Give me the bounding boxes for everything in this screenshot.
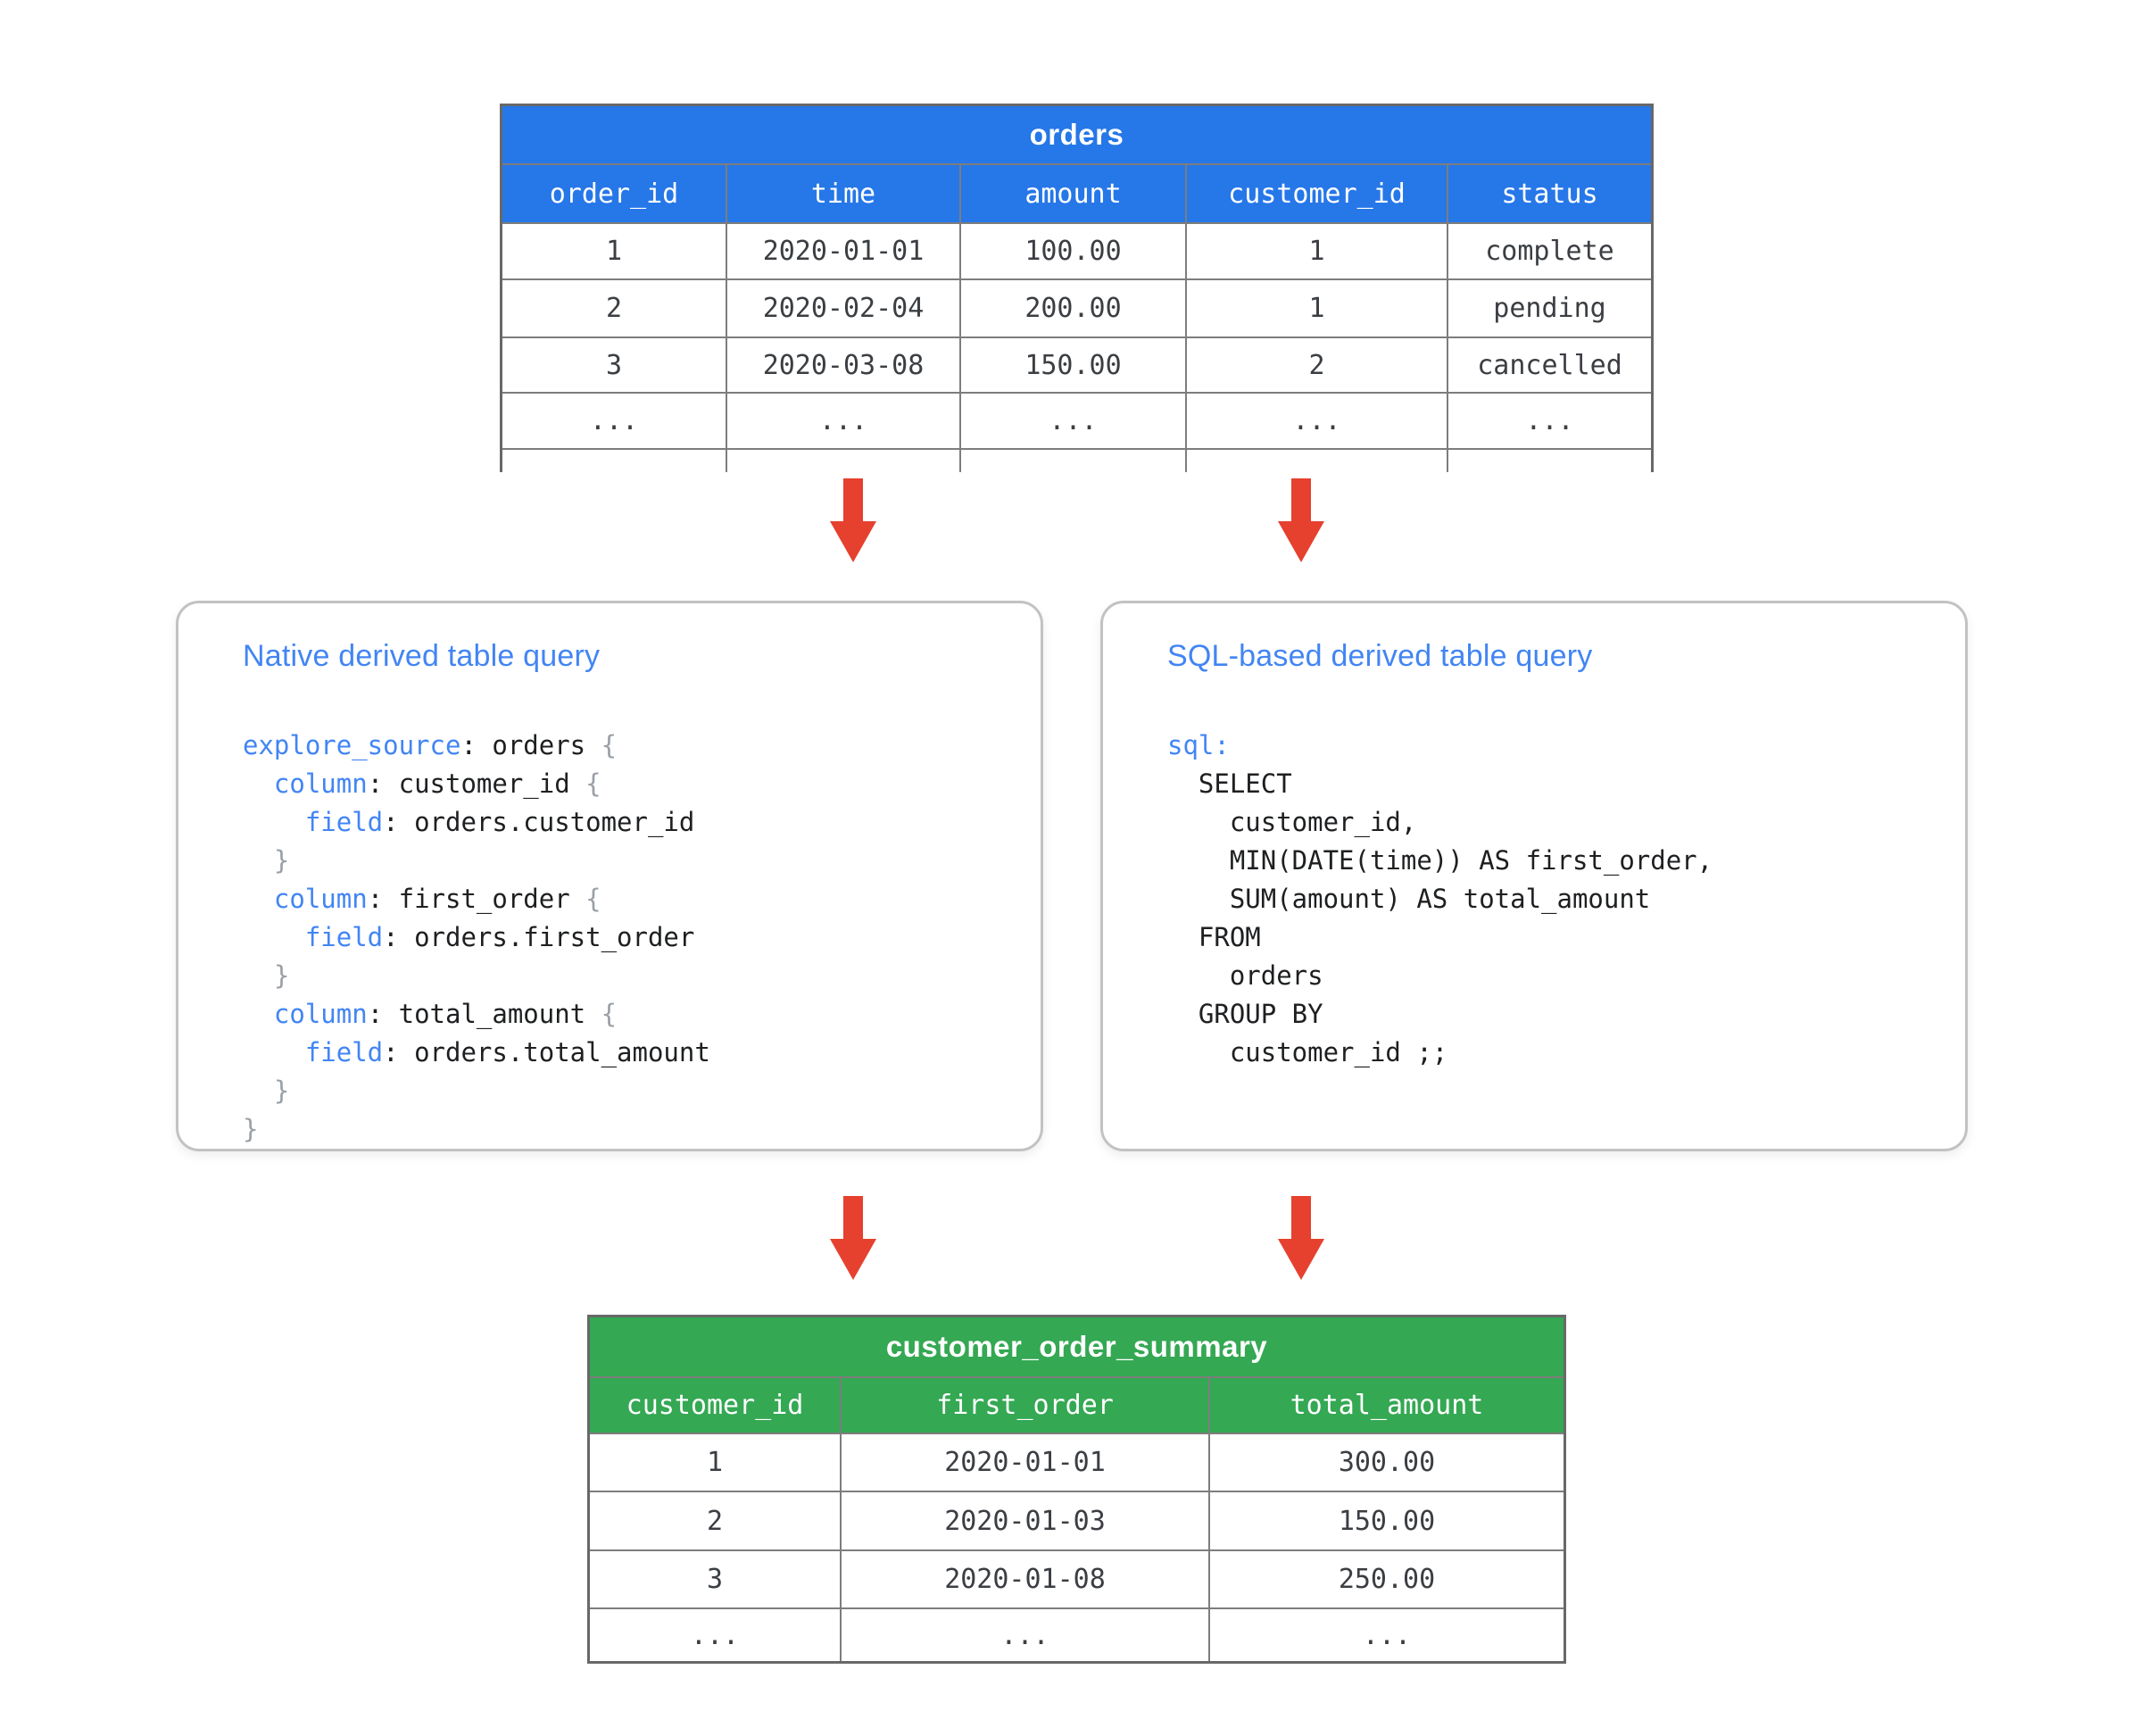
code-line: GROUP BY: [1167, 999, 1323, 1029]
summary-table-cell: 2: [590, 1491, 840, 1549]
summary-table-cell: 2020-01-08: [840, 1549, 1208, 1607]
code-line: field: orders.first_order: [304, 922, 695, 952]
code-line: }: [243, 960, 290, 991]
summary-table-cell: ...: [1208, 1607, 1564, 1661]
orders-table-cell: cancelled: [1447, 336, 1651, 392]
code-line: field: orders.customer_id: [304, 807, 695, 837]
native-box-title: Native derived table query: [243, 639, 601, 673]
summary-column-header: first_order: [840, 1376, 1208, 1433]
orders-table-cell: ...: [1447, 392, 1651, 448]
orders-column-header: customer_id: [1185, 163, 1447, 222]
orders-table-cell: pending: [1447, 278, 1651, 336]
orders-truncated-cell: [502, 448, 726, 472]
orders-table-cell: 3: [502, 336, 726, 392]
code-line: column: customer_id {: [273, 768, 601, 799]
arrow-stem: [843, 1196, 863, 1241]
summary-table-cell: 150.00: [1208, 1491, 1564, 1549]
summary-table-cell: 3: [590, 1549, 840, 1607]
orders-column-header: status: [1447, 163, 1651, 222]
orders-table-cell: 1: [1185, 222, 1447, 278]
code-line: customer_id ;;: [1167, 1037, 1448, 1067]
native-box-code: explore_source: orders { column: custome…: [243, 727, 710, 1149]
orders-table-cell: 2020-01-01: [726, 222, 959, 278]
code-line: }: [243, 1114, 259, 1144]
orders-table-cell: 100.00: [959, 222, 1185, 278]
orders-table-cell: ...: [959, 392, 1185, 448]
native-derived-table-query-box: Native derived table query explore_sourc…: [176, 601, 1043, 1151]
sql-box-title: SQL-based derived table query: [1167, 639, 1593, 673]
code-line: }: [243, 845, 290, 876]
orders-table-cell: 2020-03-08: [726, 336, 959, 392]
orders-truncated-cell: [1447, 448, 1651, 472]
orders-table-cell: ...: [1185, 392, 1447, 448]
sql-derived-table-query-box: SQL-based derived table query sql: SELEC…: [1100, 601, 1968, 1151]
arrow-stem: [1291, 1196, 1311, 1241]
arrow-head: [1278, 521, 1324, 562]
arrow-sql-to-summary-icon: [1278, 1196, 1324, 1280]
arrow-head: [830, 521, 876, 562]
orders-table-cell: 2: [1185, 336, 1447, 392]
summary-table-cell: 2020-01-03: [840, 1491, 1208, 1549]
arrow-native-to-summary-icon: [830, 1196, 876, 1280]
summary-table-cell: 300.00: [1208, 1433, 1564, 1491]
arrow-stem: [1291, 478, 1311, 523]
orders-truncated-cell: [726, 448, 959, 472]
summary-table-cell: 1: [590, 1433, 840, 1491]
sql-box-code: sql: SELECT customer_id, MIN(DATE(time))…: [1167, 727, 1713, 1072]
orders-table-cell: 1: [502, 222, 726, 278]
orders-table-title: orders: [502, 106, 1651, 163]
orders-table-cell: complete: [1447, 222, 1651, 278]
code-line: }: [243, 1076, 290, 1106]
arrow-orders-to-sql-icon: [1278, 478, 1324, 562]
code-line: FROM: [1167, 922, 1261, 952]
orders-table-cell: 200.00: [959, 278, 1185, 336]
summary-table-title: customer_order_summary: [590, 1317, 1564, 1376]
code-line: MIN(DATE(time)) AS first_order,: [1167, 845, 1713, 876]
code-line: column: total_amount {: [273, 999, 618, 1029]
orders-column-header: time: [726, 163, 959, 222]
summary-table-cell: ...: [840, 1607, 1208, 1661]
orders-table-cell: ...: [726, 392, 959, 448]
code-line: explore_source: orders {: [243, 730, 618, 760]
orders-truncated-cell: [959, 448, 1185, 472]
code-line: customer_id,: [1167, 807, 1417, 837]
orders-table-cell: ...: [502, 392, 726, 448]
summary-table-cell: 2020-01-01: [840, 1433, 1208, 1491]
orders-table-cell: 2020-02-04: [726, 278, 959, 336]
arrow-head: [1278, 1239, 1324, 1280]
orders-table-cell: 1: [1185, 278, 1447, 336]
code-line: orders: [1167, 960, 1323, 991]
summary-column-header: total_amount: [1208, 1376, 1564, 1433]
code-line: field: orders.total_amount: [304, 1037, 710, 1067]
summary-table-cell: 250.00: [1208, 1549, 1564, 1607]
summary-column-header: customer_id: [590, 1376, 840, 1433]
arrow-stem: [843, 478, 863, 523]
orders-column-header: order_id: [502, 163, 726, 222]
orders-column-header: amount: [959, 163, 1185, 222]
orders-table-cell: 2: [502, 278, 726, 336]
arrow-orders-to-native-icon: [830, 478, 876, 562]
orders-table-cell: 150.00: [959, 336, 1185, 392]
code-line: column: first_order {: [273, 884, 601, 914]
code-line: SUM(amount) AS total_amount: [1167, 884, 1651, 914]
summary-table-cell: ...: [590, 1607, 840, 1661]
arrow-head: [830, 1239, 876, 1280]
orders-truncated-cell: [1185, 448, 1447, 472]
code-line: sql:: [1167, 730, 1230, 760]
code-line: SELECT: [1167, 768, 1292, 799]
